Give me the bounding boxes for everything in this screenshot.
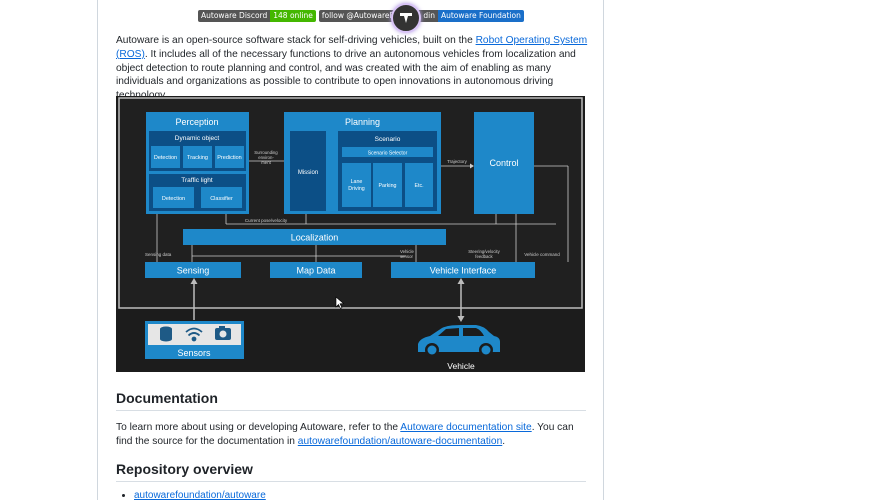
tl-detection-label: Detection xyxy=(162,196,185,202)
vehicle-interface-block xyxy=(391,262,535,278)
discord-badge-value: 148 online xyxy=(270,10,316,22)
prediction-label: Prediction xyxy=(217,155,241,161)
detection-label: Detection xyxy=(154,155,177,161)
ros-link[interactable]: Robot Operating System (ROS) xyxy=(116,35,588,60)
lane-label-1: Lane xyxy=(351,179,363,185)
surrounding-label-3: ment xyxy=(261,160,271,165)
current-pose-label: Current pose/velocity xyxy=(245,218,288,223)
traffic-light-label: Traffic light xyxy=(181,177,213,184)
scenario-label: Scenario xyxy=(375,136,401,143)
sensing-data-label: Sensing data xyxy=(145,252,172,257)
sensing-block xyxy=(145,262,241,278)
surrounding-label-1: Surrounding xyxy=(254,150,278,155)
docs-repo-link[interactable]: autowarefoundation/autoware-documentatio… xyxy=(297,435,503,447)
discord-badge-label: Autoware Discord xyxy=(198,10,271,22)
discord-badge[interactable]: Autoware Discord 148 online xyxy=(198,10,316,22)
vehicle-command-label: Vehicle command xyxy=(524,252,560,257)
linkedin-badge-value: Autoware Foundation xyxy=(437,10,524,22)
vehicle-sensor-label-1: Vehicle xyxy=(400,249,414,254)
doc-text-before: To learn more about using or developing … xyxy=(116,422,401,433)
twitter-badge[interactable]: follow @AutowareFdn xyxy=(318,10,407,22)
linkedin-badge[interactable]: din Autoware Foundation xyxy=(409,10,524,22)
steering-label-1: Steering/velocity xyxy=(468,249,500,254)
documentation-heading: Documentation xyxy=(116,390,218,406)
control-label: Control xyxy=(489,158,518,168)
localization-block xyxy=(183,229,446,245)
repository-list: autowarefoundation/autoware xyxy=(116,489,266,503)
mission-label: Mission xyxy=(298,170,318,176)
trajectory-label: Trajectory xyxy=(447,159,468,164)
page-border-left xyxy=(97,0,98,500)
mission-block xyxy=(290,131,326,211)
vehicle-sensor-label-2: sensor xyxy=(400,254,413,259)
map-data-label: Map Data xyxy=(296,266,335,276)
surrounding-label-2: environ- xyxy=(258,155,274,160)
mouse-cursor-icon xyxy=(335,296,345,309)
car-icon xyxy=(418,325,500,357)
github-logo-icon[interactable] xyxy=(391,3,421,33)
intro-text-after: . It includes all of the necessary funct… xyxy=(116,48,576,101)
sensing-label: Sensing xyxy=(177,266,210,276)
vehicle-interface-label: Vehicle Interface xyxy=(430,266,497,276)
architecture-diagram: Perception Dynamic object Detection Trac… xyxy=(116,96,585,372)
localization-label: Localization xyxy=(291,233,339,243)
doc-text-middle: . You can find the source for the docume… xyxy=(116,422,574,447)
doc-text-after: . xyxy=(502,435,506,447)
heading-divider xyxy=(116,481,586,482)
map-data-block xyxy=(270,262,362,278)
documentation-paragraph: To learn more about using or developing … xyxy=(116,421,588,449)
autoware-docs-link[interactable]: Autoware documentation site xyxy=(400,422,532,433)
twitter-badge-label: follow @AutowareFdn xyxy=(318,10,407,22)
repository-overview-heading: Repository overview xyxy=(116,461,253,477)
parking-label: Parking xyxy=(379,183,397,189)
lane-label-2: Driving xyxy=(348,186,365,192)
database-icon xyxy=(160,326,172,342)
scenario-selector-label: Scenario Selector xyxy=(368,151,408,157)
wifi-icon xyxy=(185,327,203,342)
classifier-label: Classifier xyxy=(210,196,233,202)
camera-icon xyxy=(215,326,231,340)
autoware-logo-icon xyxy=(400,13,412,23)
intro-paragraph: Autoware is an open-source software stac… xyxy=(116,34,588,103)
architecture-svg: Perception Dynamic object Detection Trac… xyxy=(116,96,585,372)
sensors-label: Sensors xyxy=(177,348,211,358)
etc-label: Etc. xyxy=(414,183,423,189)
intro-text-before: Autoware is an open-source software stac… xyxy=(116,35,476,46)
page-border-right xyxy=(603,0,604,500)
tracking-label: Tracking xyxy=(187,155,208,161)
autoware-repo-link[interactable]: autowarefoundation/autoware xyxy=(134,490,266,501)
control-block xyxy=(474,112,534,214)
badge-row: Autoware Discord 148 online follow @Auto… xyxy=(198,10,524,22)
heading-divider xyxy=(116,410,586,411)
list-item: autowarefoundation/autoware xyxy=(134,489,266,503)
steering-label-2: feedback xyxy=(475,254,493,259)
planning-title: Planning xyxy=(345,117,380,127)
vehicle-label: Vehicle xyxy=(447,361,475,371)
dynamic-object-label: Dynamic object xyxy=(175,135,220,142)
perception-title: Perception xyxy=(175,117,218,127)
